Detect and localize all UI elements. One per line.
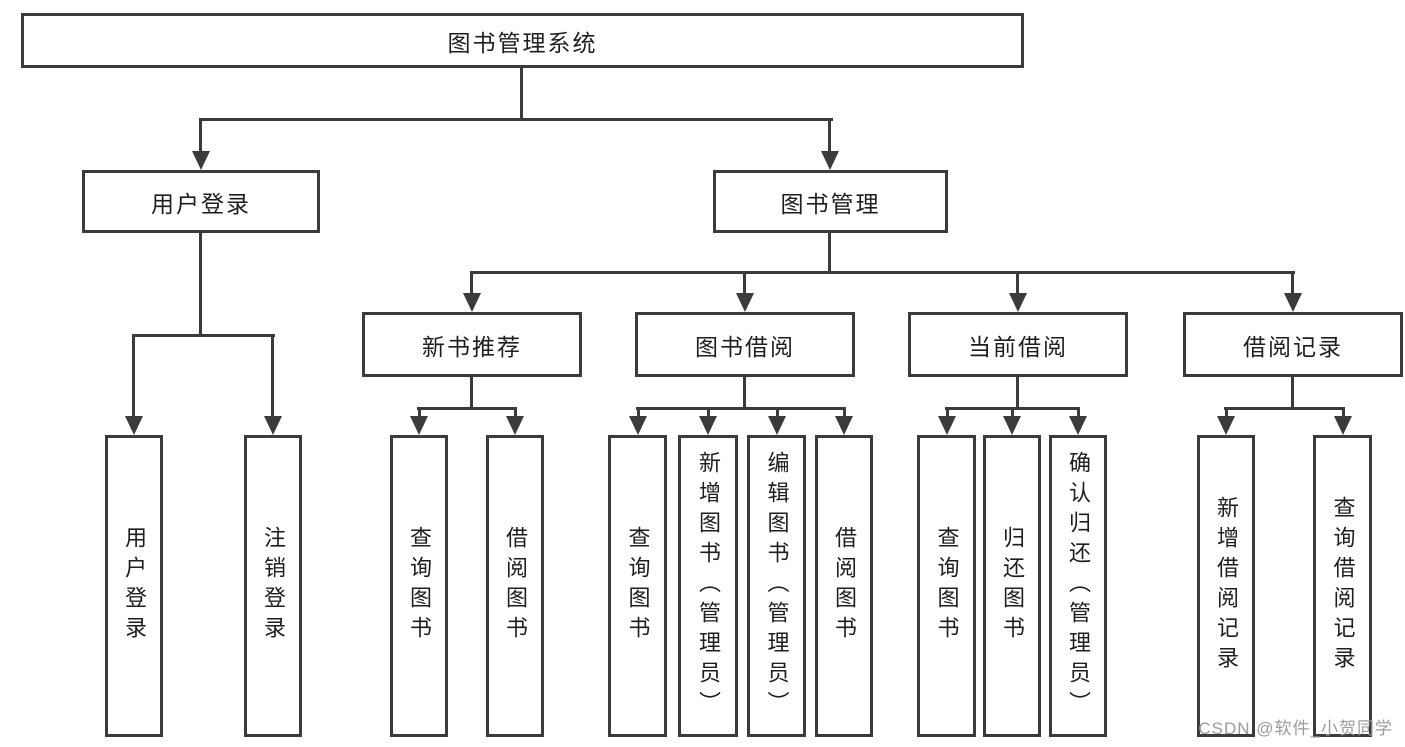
node-borrow-record: 借阅记录 bbox=[1183, 312, 1403, 377]
leaf-edit-book-admin: 编辑图书（管理员） bbox=[747, 435, 806, 737]
connector-line bbox=[417, 407, 517, 410]
connector-line bbox=[1291, 271, 1294, 297]
connector-line bbox=[828, 118, 831, 154]
connector-line bbox=[199, 118, 833, 121]
connector-line bbox=[1016, 271, 1019, 297]
node-book-borrow: 图书借阅 bbox=[635, 312, 855, 377]
connector-line bbox=[743, 271, 746, 297]
leaf-confirm-return-admin: 确认归还（管理员） bbox=[1049, 435, 1107, 737]
arrowhead-icon bbox=[125, 416, 143, 435]
connector-line bbox=[520, 68, 523, 120]
leaf-user-login: 用户登录 bbox=[105, 435, 163, 737]
connector-line bbox=[132, 334, 135, 418]
connector-line bbox=[776, 407, 779, 419]
connector-line bbox=[1224, 407, 1345, 410]
connector-line bbox=[1077, 407, 1080, 419]
arrowhead-icon bbox=[506, 416, 524, 435]
arrowhead-icon bbox=[192, 151, 210, 170]
arrowhead-icon bbox=[821, 151, 839, 170]
leaf-add-book-admin: 新增图书（管理员） bbox=[678, 435, 738, 737]
connector-line bbox=[514, 407, 517, 419]
arrowhead-icon bbox=[1217, 416, 1235, 435]
node-root-library-management-system: 图书管理系统 bbox=[21, 13, 1024, 68]
arrowhead-icon bbox=[699, 416, 717, 435]
connector-line bbox=[418, 407, 421, 419]
connector-line bbox=[132, 334, 275, 337]
arrowhead-icon bbox=[1003, 416, 1021, 435]
connector-line bbox=[707, 407, 710, 419]
connector-line bbox=[470, 271, 473, 297]
leaf-logout-login: 注销登录 bbox=[244, 435, 302, 737]
connector-line bbox=[271, 334, 274, 418]
node-new-book-recommend: 新书推荐 bbox=[362, 312, 582, 377]
arrowhead-icon bbox=[1069, 416, 1087, 435]
arrowhead-icon bbox=[1009, 293, 1027, 312]
arrowhead-icon bbox=[835, 416, 853, 435]
connector-line bbox=[743, 377, 746, 409]
connector-line bbox=[1225, 407, 1228, 419]
arrowhead-icon bbox=[629, 416, 647, 435]
connector-line bbox=[636, 407, 846, 410]
node-current-borrow: 当前借阅 bbox=[908, 312, 1128, 377]
connector-line bbox=[1011, 407, 1014, 419]
connector-line bbox=[828, 233, 831, 273]
connector-line bbox=[470, 271, 1295, 274]
connector-line bbox=[637, 407, 640, 419]
node-user-login: 用户登录 bbox=[82, 170, 320, 233]
leaf-recommend-query-book: 查询图书 bbox=[390, 435, 448, 737]
arrowhead-icon bbox=[410, 416, 428, 435]
arrowhead-icon bbox=[463, 293, 481, 312]
leaf-borrow-borrow-book: 借阅图书 bbox=[815, 435, 873, 737]
leaf-recommend-borrow-book: 借阅图书 bbox=[486, 435, 544, 737]
leaf-borrow-query-book: 查询图书 bbox=[608, 435, 667, 737]
arrowhead-icon bbox=[736, 293, 754, 312]
node-book-management: 图书管理 bbox=[713, 170, 948, 233]
leaf-current-query-book: 查询图书 bbox=[917, 435, 976, 737]
connector-line bbox=[1016, 377, 1019, 409]
connector-line bbox=[1291, 377, 1294, 409]
connector-line bbox=[843, 407, 846, 419]
arrowhead-icon bbox=[264, 416, 282, 435]
arrowhead-icon bbox=[1334, 416, 1352, 435]
csdn-watermark: CSDN @软件_小贺同学 bbox=[1198, 719, 1393, 738]
arrowhead-icon bbox=[938, 416, 956, 435]
connector-line bbox=[199, 118, 202, 154]
connector-line bbox=[199, 233, 202, 336]
leaf-return-book: 归还图书 bbox=[983, 435, 1041, 737]
leaf-add-borrow-record: 新增借阅记录 bbox=[1197, 435, 1255, 737]
connector-line bbox=[946, 407, 949, 419]
leaf-query-borrow-record: 查询借阅记录 bbox=[1313, 435, 1372, 737]
arrowhead-icon bbox=[768, 416, 786, 435]
connector-line bbox=[1342, 407, 1345, 419]
arrowhead-icon bbox=[1284, 293, 1302, 312]
connector-line bbox=[470, 377, 473, 409]
